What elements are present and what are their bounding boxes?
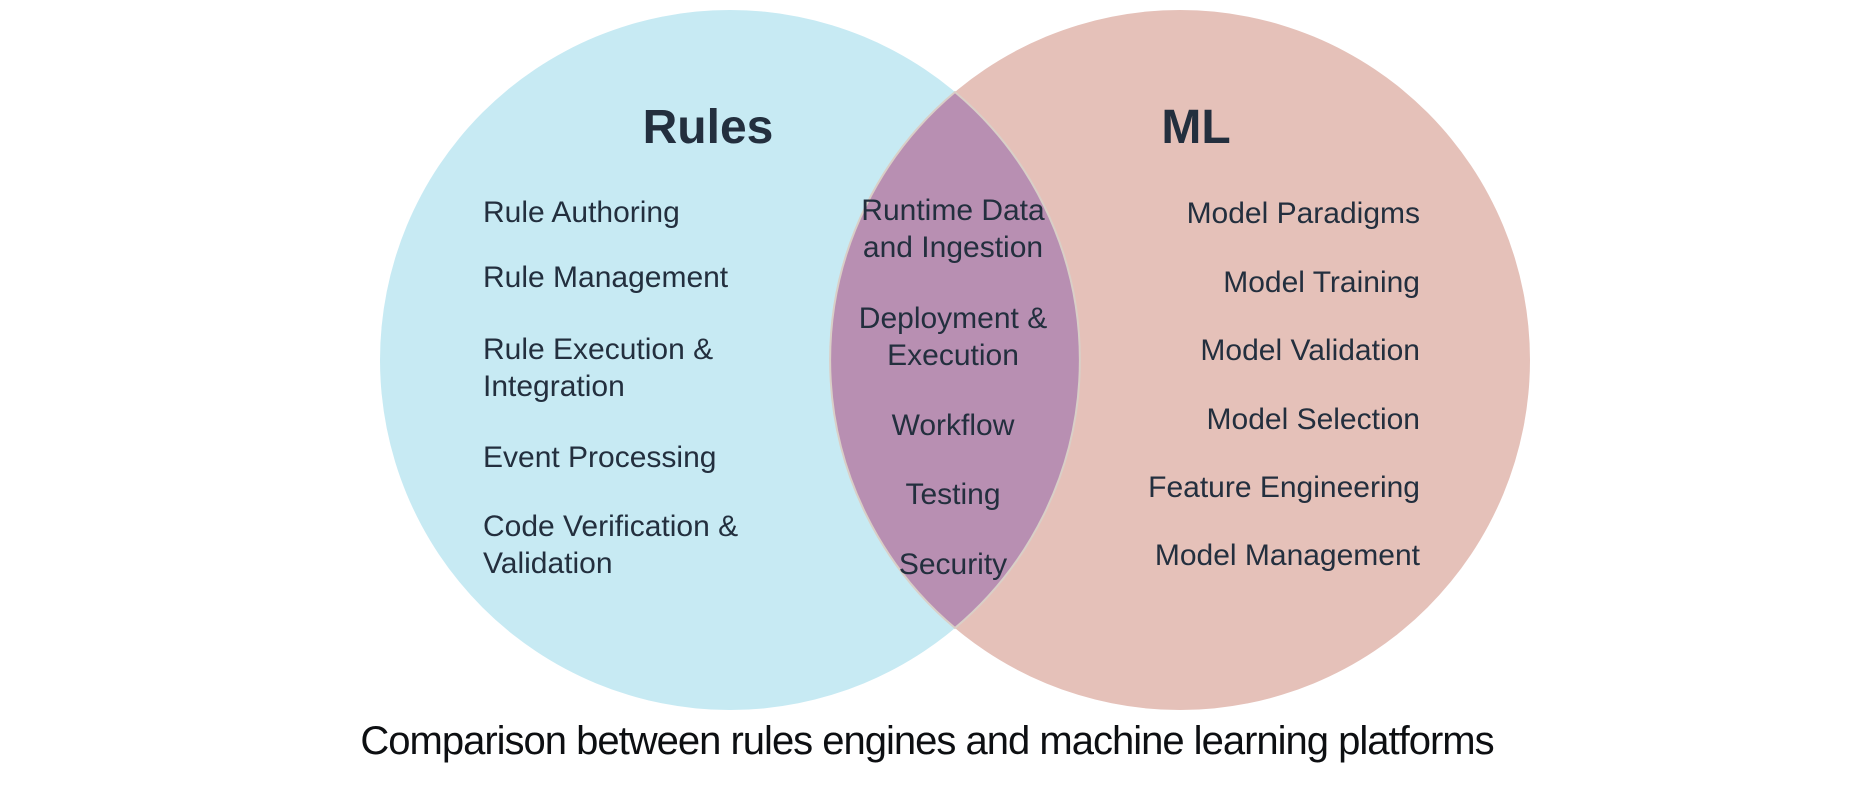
rules-item-rule-execution-integration: Rule Execution & Integration <box>483 333 714 403</box>
rules-item-code-verification-validation: Code Verification & Validation <box>483 510 739 580</box>
ml-item-model-training: Model Training <box>1223 266 1420 299</box>
overlap-item-testing: Testing <box>905 478 1001 511</box>
overlap-lens <box>829 90 1081 630</box>
ml-item-model-management: Model Management <box>1154 539 1420 572</box>
rules-item-event-processing: Event Processing <box>483 441 717 474</box>
ml-item-model-paradigms: Model Paradigms <box>1186 197 1420 230</box>
ml-item-model-selection: Model Selection <box>1206 403 1420 436</box>
rules-item-rule-authoring: Rule Authoring <box>483 196 680 229</box>
overlap-item-runtime-data-ingestion: Runtime Data and Ingestion <box>861 194 1045 264</box>
overlap-item-workflow: Workflow <box>891 409 1015 442</box>
diagram-caption: Comparison between rules engines and mac… <box>360 719 1494 763</box>
ml-item-feature-engineering: Feature Engineering <box>1148 471 1420 504</box>
overlap-item-deployment-execution: Deployment & Execution <box>858 302 1048 372</box>
rules-circle-title: Rules <box>642 101 774 154</box>
ml-item-model-validation: Model Validation <box>1200 334 1420 367</box>
ml-circle-title: ML <box>1161 101 1231 154</box>
rules-item-rule-management: Rule Management <box>483 261 729 294</box>
overlap-item-security: Security <box>898 548 1008 581</box>
